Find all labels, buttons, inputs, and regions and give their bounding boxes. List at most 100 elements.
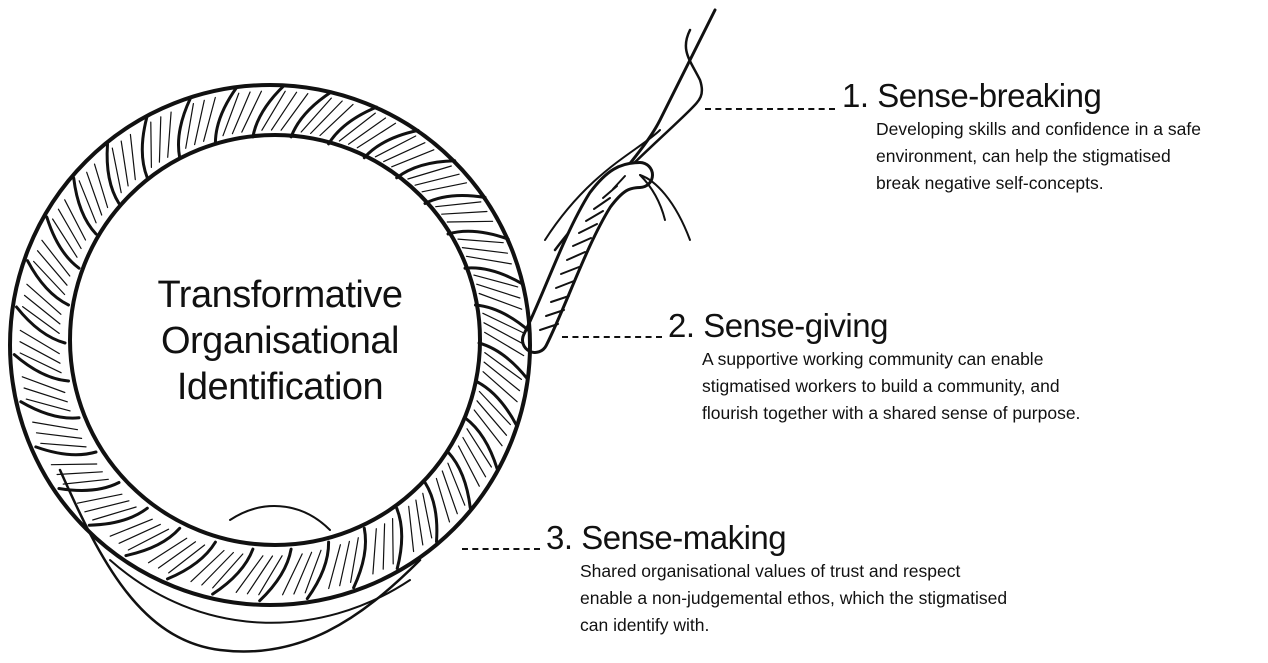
rope-hatch-line [33,260,66,296]
rope-hatch-line [235,555,264,593]
rope-hatch-line [52,218,78,258]
frayed-strand [544,129,661,241]
rope-hatch-line [36,250,68,286]
rope-twist-line [352,526,368,590]
leader-line-step-3 [462,548,540,550]
rope-hatch-line [415,499,424,546]
rope-hatch-line [41,239,71,277]
rope-hatch-line [93,163,109,209]
rope-hatch-line [157,541,197,569]
rope-hatch-line [19,329,60,355]
step-description-line: stigmatised workers to build a community… [702,376,1060,396]
rope-tail-fray [639,174,691,241]
rope-hatch-line [372,528,377,575]
rope-hatch-line [319,103,354,137]
rope-hatch-line [282,553,303,596]
rope-hatch-line [339,540,350,587]
rope-hatch-line [23,294,61,325]
rope-hatch-line [86,171,103,216]
step-heading: 3. Sense-making [546,519,787,556]
rope-twist-line [423,481,439,544]
rope-hatch-line [84,500,130,513]
loose-strand [229,505,331,531]
rope-hatch-line [40,442,87,448]
rope-hatch-line [241,90,262,133]
rope-twist-line [26,259,70,307]
step-heading: 1. Sense-breaking [842,77,1102,114]
rope-hatch-line [414,173,460,186]
rope-twist-line [166,540,217,581]
step-description: A supportive working community can enabl… [702,346,1080,427]
rope-hatch-line [478,390,511,426]
rope-hatch-line [300,97,332,133]
rope-twist-line [463,266,525,286]
rope-hatch-line [231,91,251,135]
rope-hatch-line [26,283,62,315]
rope-hatch-line [482,371,518,403]
rope-hatch-line [441,470,458,515]
rope-hatch-line [109,518,153,537]
rope-ring-twists [12,83,532,603]
rope-hatch-line [347,117,387,145]
rope-hatch-line [129,133,136,181]
rope-hatch-line [19,352,62,374]
rope-twist-line [213,85,239,146]
rope-twist-line [477,341,529,381]
step-description: Shared organisational values of trust an… [580,558,1007,639]
rope-hatch-line [258,555,283,596]
center-title-line: Identification [176,366,384,408]
rope-hatch-line [483,322,525,345]
rope-hatch-line [435,201,482,208]
rope-hatch-line [457,238,504,244]
loose-strand [109,559,411,624]
step-description: Developing skills and confidence in a sa… [876,116,1201,197]
rope-twist-line [474,379,518,427]
rope-tail-twists [539,175,626,331]
loose-strand [58,468,422,653]
rope-hatch-line [23,387,68,403]
rope-hatch-line [338,112,376,142]
rope-hatch-line [190,549,225,583]
rope-hatch-line [478,292,523,310]
rope-twist-line [15,305,67,345]
rope-hatch-line [62,478,109,485]
step-description-line: break negative self-concepts. [876,173,1104,193]
step-description-line: A supportive working community can enabl… [702,349,1044,369]
rope-hatch-line [111,147,122,194]
rope-hatch-line [127,528,170,551]
step-3-sense-making: 3. Sense-making Shared organisational va… [546,520,1007,639]
rope-hatch-line [484,331,525,357]
rope-hatch-line [185,103,194,149]
rope-hatch-line [212,553,244,589]
rope-hatch-line [408,505,415,553]
rope-hatch-line [350,537,359,583]
rope-twist-line [463,416,499,471]
rope-hatch-line [462,436,487,478]
rope-ring-inner-edge [68,133,482,547]
center-title: Transformative Organisational Identifica… [120,272,440,410]
rope-hatch-line [441,210,488,215]
rope-hatch-line [328,544,341,590]
rope-hatch-line [476,400,508,436]
rope-hatch-line [483,361,521,392]
step-description-line: environment, can help the stigmatised [876,146,1171,166]
rope-hatch-line [203,96,216,142]
rope-hatch-line [120,140,129,187]
rope-hatch-line [280,93,309,131]
rope-hatch-line [461,247,509,254]
rope-hatch-line [447,462,466,506]
step-description-line: flourish together with a shared sense of… [702,403,1081,423]
rope-twist-line [12,353,70,383]
step-description-line: can identify with. [580,615,710,635]
rope-hatch-line [356,122,397,149]
rope-hatch-line [476,283,521,299]
step-description-line: Shared organisational values of trust an… [580,561,961,581]
rope-hatch-line [21,376,66,394]
rope-hatch-line [391,149,435,168]
rope-hatch-line [150,121,152,168]
rope-hatch-line [78,180,97,224]
step-2-sense-giving: 2. Sense-giving A supportive working com… [668,308,1080,427]
rope-hatch-line [435,477,451,523]
rope-hatch-line [473,409,503,447]
